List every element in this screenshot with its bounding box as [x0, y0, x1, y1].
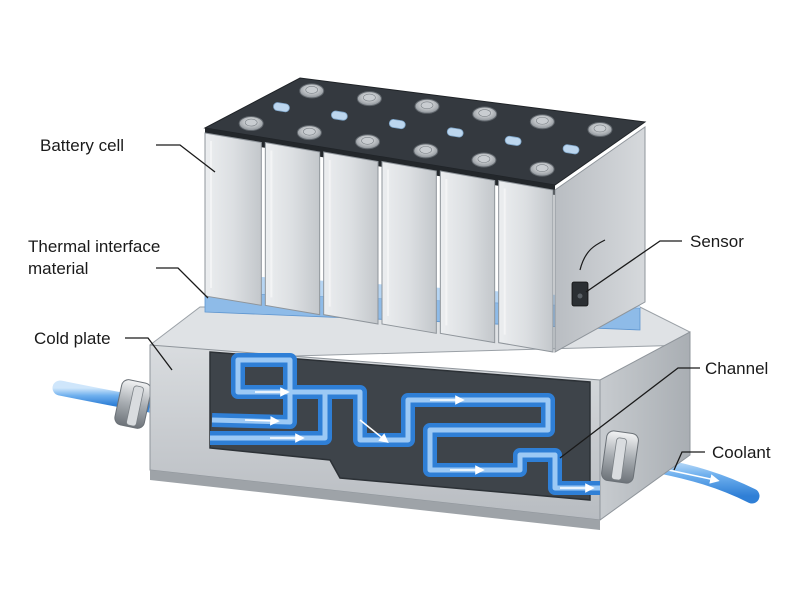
battery-vent	[446, 127, 464, 138]
battery-terminal-cap	[419, 146, 433, 154]
battery-cell	[264, 141, 321, 316]
label-coolant: Coolant	[712, 443, 771, 462]
battery-stack-top	[203, 77, 647, 186]
battery-vent	[388, 119, 406, 130]
leader-sensor	[585, 240, 682, 293]
battery-terminal-cap	[535, 164, 549, 172]
leader-battery-cell	[156, 144, 216, 173]
outlet-fitting	[601, 430, 639, 484]
battery-cell	[498, 179, 554, 353]
battery-terminal-cap	[363, 93, 376, 102]
label-tim-line2: material	[28, 259, 88, 278]
battery-vent	[273, 102, 290, 113]
leader-channel	[559, 367, 700, 459]
battery-terminal-cap	[477, 155, 491, 163]
battery-cell	[204, 132, 262, 306]
leader-cold-plate	[125, 337, 173, 371]
leader-lines	[125, 144, 705, 471]
battery-cell	[323, 151, 379, 325]
battery-terminal-cap	[244, 118, 258, 127]
temperature-sensor	[571, 239, 606, 307]
inlet-fitting	[114, 379, 152, 429]
battery-terminal-cap	[361, 136, 374, 145]
label-tim-line1: Thermal interface	[28, 237, 160, 256]
leader-tim	[156, 267, 209, 299]
battery-cell	[381, 160, 437, 334]
coolant-channel	[210, 353, 600, 495]
battery-vent	[331, 110, 348, 121]
leader-coolant	[673, 451, 705, 471]
label-cold-plate: Cold plate	[34, 329, 111, 348]
label-sensor: Sensor	[690, 232, 744, 251]
battery-terminal-cap	[593, 124, 607, 133]
battery-cell	[439, 170, 496, 344]
battery-terminal-cap	[536, 116, 549, 125]
battery-vent	[504, 135, 522, 146]
label-channel: Channel	[705, 359, 768, 378]
battery-terminal-cap	[303, 127, 316, 136]
battery-vent	[562, 144, 580, 155]
battery-terminal-cap	[305, 86, 319, 94]
battery-terminal-cap	[478, 109, 491, 117]
label-battery-cell: Battery cell	[40, 136, 124, 155]
battery-terminal-cap	[420, 101, 434, 110]
